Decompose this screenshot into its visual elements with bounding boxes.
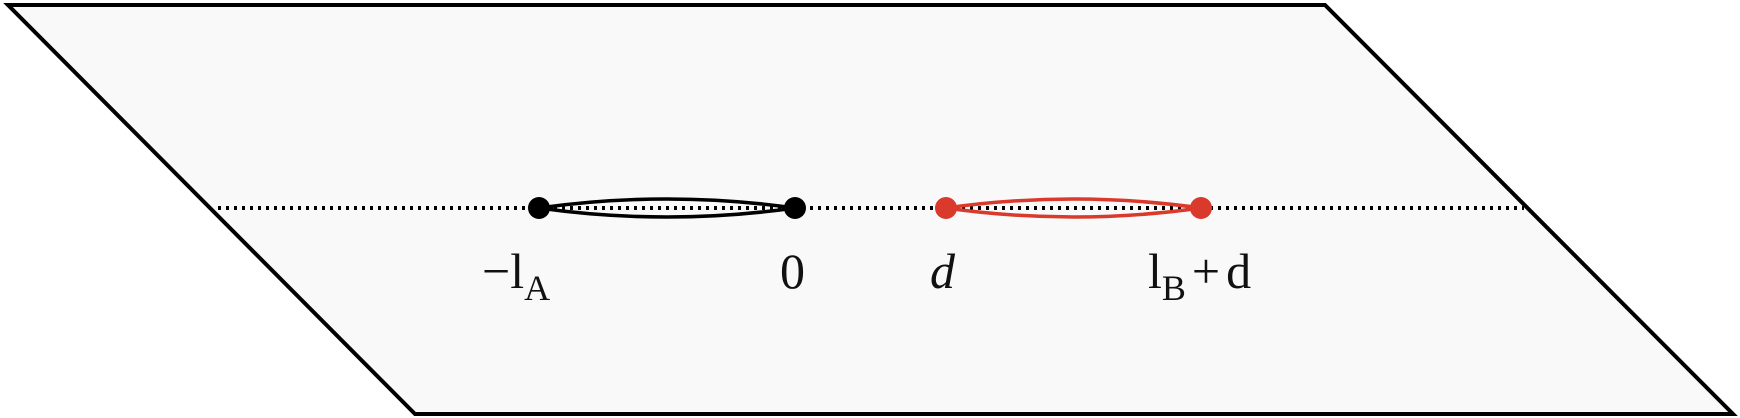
label-minus-l-a: −lA — [482, 243, 550, 308]
interval-b-start-point — [935, 197, 957, 219]
interval-a-end-point — [784, 197, 806, 219]
interval-a-start-point — [528, 197, 550, 219]
label-d: d — [930, 243, 956, 299]
label-l-b-plus-d: lB+d — [1148, 243, 1251, 308]
interval-b-end-point — [1190, 197, 1212, 219]
label-zero: 0 — [780, 243, 805, 299]
plane-parallelogram — [3, 3, 1738, 416]
